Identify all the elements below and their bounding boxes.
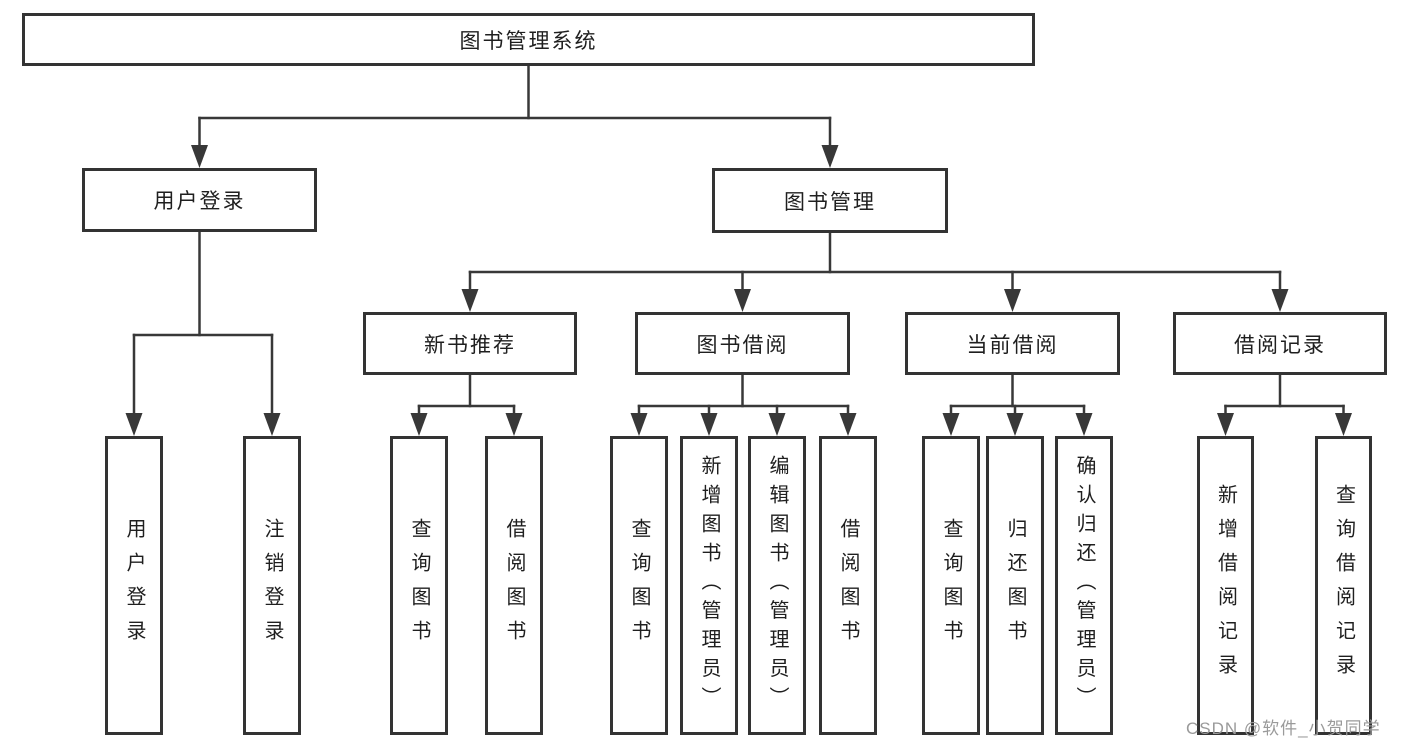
node-login-user: 用户登录: [105, 436, 163, 735]
node-borrow: 图书借阅: [635, 312, 850, 375]
node-records-query: 查询借阅记录: [1315, 436, 1372, 735]
node-current: 当前借阅: [905, 312, 1120, 375]
node-borrow-edit: 编辑图书（管理员）: [748, 436, 806, 735]
node-borrow-query: 查询图书: [610, 436, 668, 735]
node-rec-borrow: 借阅图书: [485, 436, 543, 735]
node-root: 图书管理系统: [22, 13, 1035, 66]
node-borrow-add: 新增图书（管理员）: [680, 436, 738, 735]
node-rec: 新书推荐: [363, 312, 577, 375]
node-current-confirm: 确认归还（管理员）: [1055, 436, 1113, 735]
node-mgmt: 图书管理: [712, 168, 948, 233]
node-current-return: 归还图书: [986, 436, 1044, 735]
node-login: 用户登录: [82, 168, 317, 232]
node-rec-query: 查询图书: [390, 436, 448, 735]
node-login-logout: 注销登录: [243, 436, 301, 735]
watermark: CSDN @软件_小贺同学: [1186, 719, 1381, 738]
node-current-query: 查询图书: [922, 436, 980, 735]
node-borrow-borrow: 借阅图书: [819, 436, 877, 735]
node-records-add: 新增借阅记录: [1197, 436, 1254, 735]
node-records: 借阅记录: [1173, 312, 1387, 375]
